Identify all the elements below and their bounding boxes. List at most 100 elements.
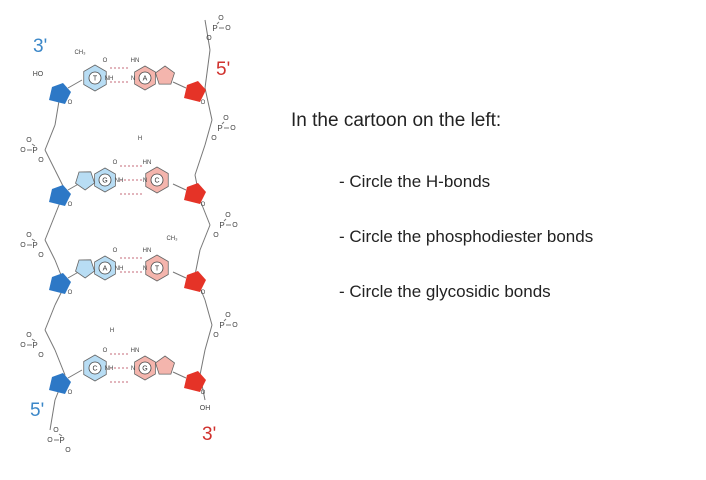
glycosidic-bond-left-3 xyxy=(67,369,83,379)
right-phosphate-3-o1: O xyxy=(232,322,238,329)
left-phosphate-1-o2: O xyxy=(26,232,32,239)
instructions-title: In the cartoon on the left: xyxy=(291,110,502,131)
left-backbone-segment xyxy=(54,349,66,376)
left-backbone-segment xyxy=(44,329,56,351)
task-glycosidic-bonds: - Circle the glycosidic bonds xyxy=(339,282,551,301)
left-phosphate-3-o1: O xyxy=(47,437,53,444)
right-phosphate-0-o3: O xyxy=(206,35,212,42)
left-sugar-3 xyxy=(49,373,71,394)
right-phosphate-0-o2: O xyxy=(218,15,224,22)
right-backbone-segment xyxy=(199,199,211,226)
methyl-t2: CH₃ xyxy=(166,236,178,242)
right-base-badge-0 xyxy=(138,71,152,85)
right-sugar-2 xyxy=(184,271,206,292)
right-phosphate-3-p: P xyxy=(219,321,224,330)
right-base-letter-1: C xyxy=(154,178,159,185)
atom-hn-3: HN xyxy=(131,348,140,354)
left-backbone-segment xyxy=(44,304,56,331)
left-sugar-2 xyxy=(49,273,71,294)
left-phosphate-3-p: P xyxy=(59,436,64,445)
glycosidic-bond-right-0 xyxy=(172,81,187,89)
atom-n-1: N xyxy=(143,178,147,184)
right-base-pentagon-3 xyxy=(155,355,175,375)
right-sugar-1 xyxy=(184,183,206,204)
right-backbone-segment xyxy=(199,224,211,251)
atom-nh-3: NH xyxy=(105,366,114,372)
left-phosphate-0-o2: O xyxy=(26,137,32,144)
right-phosphate-3-b2 xyxy=(223,318,227,322)
atom-o-1: O xyxy=(113,160,118,166)
left-sugar-o-1: O xyxy=(68,202,73,208)
right-backbone-segment xyxy=(199,349,206,376)
left-sugar-1 xyxy=(49,185,71,206)
atom-nh-0: NH xyxy=(105,76,114,82)
left-backbone-segment xyxy=(44,214,56,241)
glycosidic-bond-right-3 xyxy=(172,371,187,379)
instructions-panel: In the cartoon on the left: - Circle the… xyxy=(291,110,691,337)
right-phosphate-2-o1: O xyxy=(232,222,238,229)
right-backbone-segment xyxy=(194,249,201,276)
left-base-pentagon-2 xyxy=(75,259,96,279)
left-sugar-o-2: O xyxy=(68,290,73,296)
right-phosphate-3-o2: O xyxy=(225,312,231,319)
right-base-letter-0: A xyxy=(143,76,148,83)
right-backbone-segment xyxy=(204,49,211,89)
left-phosphate-3-b2 xyxy=(58,433,63,437)
left-phosphate-0-o3: O xyxy=(38,157,44,164)
atom-o-0: O xyxy=(103,58,108,64)
atom-n-3: N xyxy=(131,366,135,372)
left-base-badge-3 xyxy=(88,361,102,375)
right-phosphate-1-o2: O xyxy=(223,115,229,122)
right-backbone-segment xyxy=(204,87,213,121)
label-5prime-bottom-left: 5' xyxy=(30,400,45,421)
right-backbone-segment xyxy=(204,119,213,146)
left-phosphate-0-o1: O xyxy=(20,147,26,154)
right-sugar-o-0: O xyxy=(201,100,206,106)
right-phosphate-2-o2: O xyxy=(225,212,231,219)
right-base-badge-2 xyxy=(150,261,164,275)
right-backbone-segment xyxy=(194,144,206,176)
atom-hn-0: HN xyxy=(131,58,140,64)
right-sugar-o-2: O xyxy=(201,290,206,296)
left-phosphate-3-o2: O xyxy=(53,427,59,434)
left-backbone-segment xyxy=(49,399,56,431)
atom-n-0: N xyxy=(131,76,135,82)
atom-o-3: O xyxy=(103,348,108,354)
left-backbone-segment xyxy=(44,124,56,151)
left-base-letter-3: C xyxy=(92,366,97,373)
left-phosphate-2-o1: O xyxy=(20,342,26,349)
right-base-pentagon-0 xyxy=(155,65,175,85)
right-phosphate-0-b2 xyxy=(216,21,220,25)
left-phosphate-1-p: P xyxy=(32,241,37,250)
right-backbone-segment xyxy=(204,299,213,326)
atom-nh-2: NH xyxy=(115,266,124,272)
terminal-oh: OH xyxy=(200,405,211,412)
atom-h-1: H xyxy=(138,136,142,142)
left-base-pentagon-1 xyxy=(75,171,96,191)
atom-o-2: O xyxy=(113,248,118,254)
label-3prime-top-left: 3' xyxy=(33,36,48,57)
label-3prime-bottom-right: 3' xyxy=(202,424,217,445)
task-hbonds: - Circle the H-bonds xyxy=(339,172,491,191)
right-base-letter-3: G xyxy=(142,366,147,373)
right-sugar-o-1: O xyxy=(201,202,206,208)
left-phosphate-1-o1: O xyxy=(20,242,26,249)
task-phosphodiester-bonds: - Circle the phosphodiester bonds xyxy=(339,227,594,246)
right-backbone-segment xyxy=(204,19,211,51)
right-phosphate-1-p: P xyxy=(217,124,222,133)
left-phosphate-2-b2 xyxy=(31,338,36,342)
right-phosphate-1-o1: O xyxy=(230,125,236,132)
right-base-badge-3 xyxy=(138,361,152,375)
glycosidic-bond-left-0 xyxy=(67,79,83,89)
right-phosphate-0-o1: O xyxy=(225,25,231,32)
left-phosphate-1-b2 xyxy=(31,238,36,242)
left-base-letter-1: G xyxy=(102,178,107,185)
left-sugar-o-0: O xyxy=(68,100,73,106)
left-phosphate-3-o3: O xyxy=(65,447,71,454)
atom-nh-1: NH xyxy=(115,178,124,184)
left-base-badge-1 xyxy=(98,173,112,187)
atom-n-2: N xyxy=(143,266,147,272)
right-backbone-segment xyxy=(204,324,213,351)
right-sugar-3 xyxy=(184,371,206,392)
